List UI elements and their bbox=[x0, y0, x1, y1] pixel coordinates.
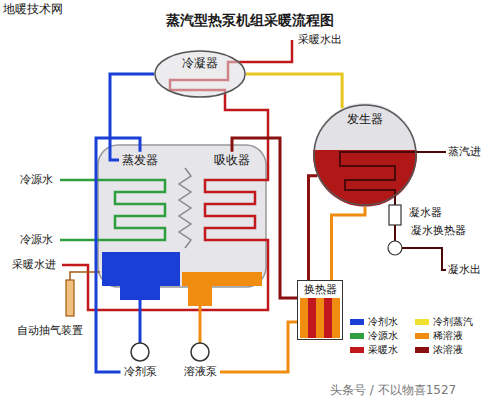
refrigerant-pipe bbox=[139, 300, 142, 343]
generator: 发生器 bbox=[313, 103, 417, 207]
diagram-title: 蒸汽型热泵机组采暖流程图 bbox=[0, 12, 500, 30]
condensate-trap bbox=[389, 205, 401, 225]
node-outline bbox=[155, 51, 245, 97]
pipe-connector bbox=[110, 74, 154, 160]
node-label: 发生器 bbox=[317, 112, 413, 126]
legend-swatch bbox=[350, 333, 364, 339]
node-label: 蒸发器 bbox=[122, 153, 158, 167]
node-label: 自动抽气装置 bbox=[17, 324, 83, 337]
legend-swatch bbox=[415, 333, 429, 339]
condensate-trap: 凝水器 bbox=[406, 205, 445, 220]
legend-item: 冷剂蒸汽 bbox=[415, 316, 473, 328]
pipe-label: 采暖水出 bbox=[298, 33, 342, 46]
heat-exchanger: 换热器 bbox=[297, 280, 343, 340]
legend-item: 冷剂水 bbox=[350, 316, 398, 328]
legend-swatch bbox=[350, 319, 364, 325]
node-label: 凝水换热器 bbox=[411, 224, 466, 237]
condenser: 冷凝器 bbox=[154, 50, 246, 98]
condensate-exchanger-symbol bbox=[388, 241, 402, 255]
refrigerant-pool bbox=[102, 252, 180, 286]
condenser-body bbox=[154, 50, 246, 98]
watermark: 头条号 / 不以物喜1527 bbox=[330, 383, 456, 397]
legend-item: 冷源水 bbox=[350, 330, 398, 342]
node-label: 换热器 bbox=[302, 283, 338, 296]
pipe-label: 蒸汽进 bbox=[448, 145, 481, 158]
pipe-label: 冷源水 bbox=[20, 233, 53, 246]
legend-item: 稀溶液 bbox=[415, 330, 463, 342]
exchanger-stripe bbox=[324, 298, 332, 338]
exchanger-stripe bbox=[332, 298, 340, 338]
solution-pool bbox=[182, 272, 262, 286]
pipe-connector bbox=[309, 176, 318, 280]
pipe-label: 冷源水 bbox=[20, 173, 53, 186]
exchanger-stripe bbox=[316, 298, 324, 338]
legend-item: 浓溶液 bbox=[415, 344, 463, 356]
condensate-pipe bbox=[394, 225, 396, 241]
absorber: 吸收器 bbox=[211, 152, 253, 168]
refrigerant-pump: 冷剂泵 bbox=[121, 364, 160, 379]
legend-swatch bbox=[350, 347, 364, 353]
node-label: 凝水器 bbox=[409, 206, 442, 219]
evaporator-coil bbox=[60, 180, 165, 240]
pipe-connector bbox=[220, 322, 298, 372]
evaporator: 蒸发器 bbox=[119, 152, 161, 168]
watermark: 地暖技术网 bbox=[3, 2, 63, 16]
auto-purge-device: 自动抽气装置 bbox=[14, 323, 86, 338]
legend-text: 稀溶液 bbox=[433, 330, 463, 342]
node-label: 冷剂泵 bbox=[124, 365, 157, 378]
legend-text: 冷剂水 bbox=[368, 316, 398, 328]
solution-sump bbox=[188, 286, 212, 306]
legend-swatch bbox=[415, 319, 429, 325]
baffle bbox=[179, 168, 191, 248]
pipe-label: 凝水出 bbox=[448, 263, 481, 276]
condensate-exchanger: 凝水换热器 bbox=[408, 223, 469, 238]
purge-device bbox=[66, 280, 74, 316]
pipe-connector bbox=[96, 138, 140, 372]
node-label: 吸收器 bbox=[214, 153, 250, 167]
legend-swatch bbox=[415, 347, 429, 353]
solution-pipe bbox=[199, 306, 202, 343]
legend-text: 采暖水 bbox=[368, 344, 398, 356]
generator-body bbox=[313, 103, 417, 207]
pipe-connector bbox=[332, 207, 366, 280]
generator-solution bbox=[313, 150, 417, 207]
node-label: 溶液泵 bbox=[184, 365, 217, 378]
refrigerant-pump-symbol bbox=[131, 343, 149, 361]
pipe-connector bbox=[246, 74, 342, 108]
solution-pump: 溶液泵 bbox=[181, 364, 220, 379]
legend-text: 冷剂蒸汽 bbox=[433, 316, 473, 328]
legend-text: 浓溶液 bbox=[433, 344, 463, 356]
solution-pump-symbol bbox=[191, 343, 209, 361]
exchanger-stripe bbox=[308, 298, 316, 338]
refrigerant-sump bbox=[120, 286, 160, 300]
legend-item: 采暖水 bbox=[350, 344, 398, 356]
pipe-label: 采暖水进 bbox=[12, 258, 56, 271]
node-outline bbox=[314, 105, 416, 205]
node-label: 冷凝器 bbox=[158, 56, 242, 70]
legend-text: 冷源水 bbox=[368, 330, 398, 342]
condensate-out-pipe bbox=[402, 248, 446, 270]
exchanger-stripe bbox=[300, 298, 308, 338]
